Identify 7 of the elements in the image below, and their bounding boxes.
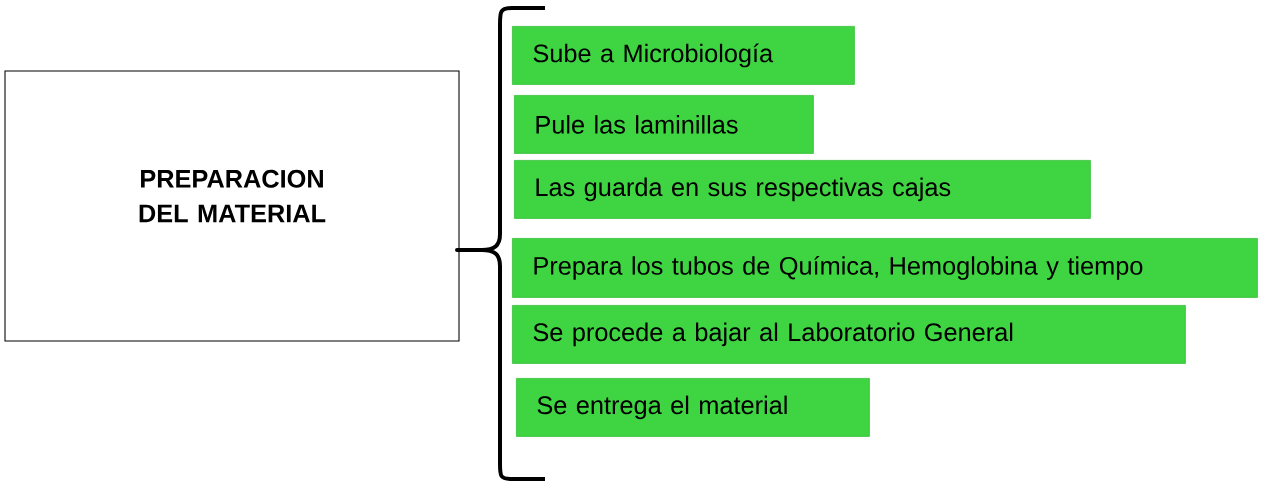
- step-box: Se entrega el material: [516, 378, 870, 437]
- title-box: PREPARACION DEL MATERIAL: [4, 70, 460, 342]
- step-box: Prepara los tubos de Química, Hemoglobina y tiempo: [512, 238, 1258, 298]
- step-box: Se procede a bajar al Laboratorio General: [512, 305, 1186, 364]
- step-box: Pule las laminillas: [514, 95, 814, 154]
- step-box: Las guarda en sus respectivas cajas: [514, 160, 1091, 219]
- step-box: Sube a Microbiología: [512, 26, 855, 85]
